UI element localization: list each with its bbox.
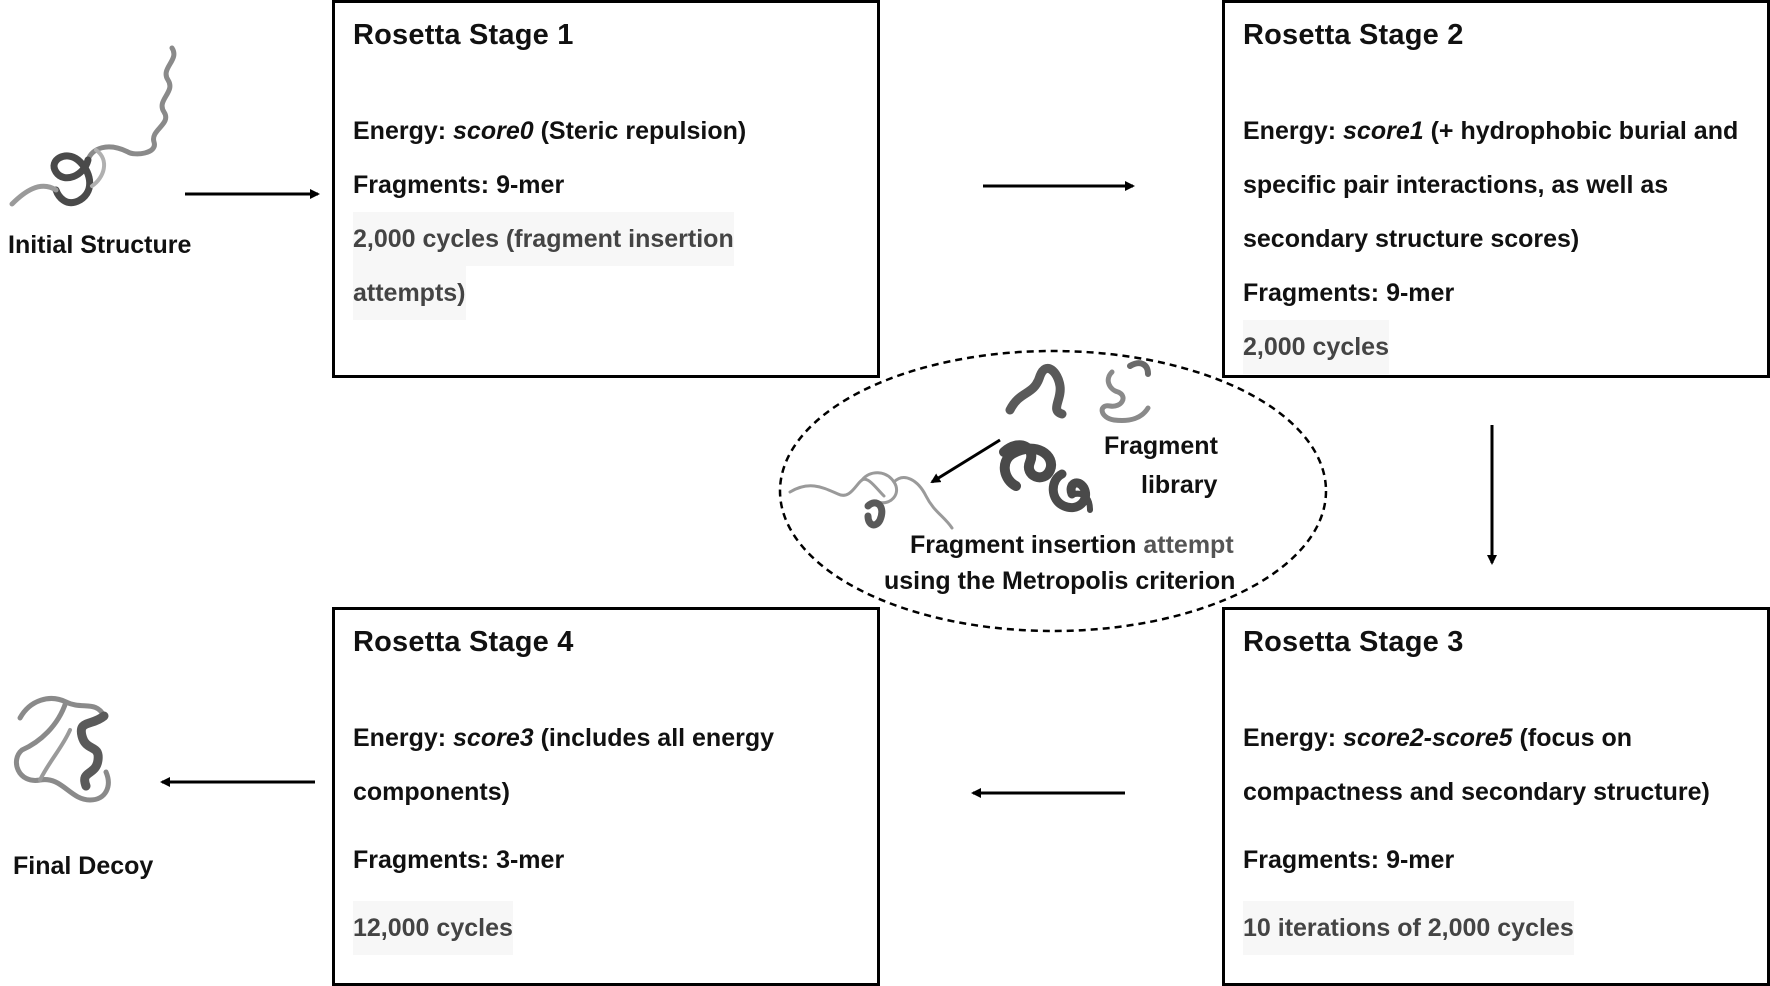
arrow-fragment-insertion: [930, 438, 1001, 484]
fragment-insertion-ellipse: [778, 349, 1328, 633]
stage-2-cycles: 2,000 cycles: [1243, 320, 1389, 374]
initial-structure-protein-icon: [9, 45, 177, 207]
target-chain-icon: [788, 471, 954, 530]
stage-4-fragments: Fragments: 3-mer: [353, 846, 565, 874]
stage-1-fragments: Fragments: 9-mer: [353, 171, 565, 199]
stage-1-energy: Energy: score0 (Steric repulsion): [353, 117, 747, 145]
stage-2-title: Rosetta Stage 2: [1243, 19, 1464, 51]
stage-4-box: Rosetta Stage 4 Energy: score3 (includes…: [332, 607, 880, 986]
stage-3-energy-term: score2-score5: [1343, 724, 1513, 752]
fragment-insertion-label-1: Fragment insertion attempt: [910, 531, 1234, 559]
stage-2-energy: Energy: score1 (+ hydrophobic burial and: [1243, 117, 1739, 145]
stage-3-energy-line-2: compactness and secondary structure): [1243, 778, 1710, 806]
fragment-insertion-label-2: using the Metropolis criterion: [884, 567, 1236, 595]
final-decoy-protein-icon: [14, 696, 111, 803]
stage-1-cycles-line-1: 2,000 cycles (fragment insertion: [353, 212, 734, 266]
final-decoy-label: Final Decoy: [13, 852, 154, 880]
stage-4-energy-line-2: components): [353, 778, 510, 806]
stage-3-energy: Energy: score2-score5 (focus on: [1243, 724, 1633, 752]
stage-4-energy-term: score3: [453, 724, 534, 752]
stage-3-box: Rosetta Stage 3 Energy: score2-score5 (f…: [1222, 607, 1770, 986]
stage-1-box: Rosetta Stage 1 Energy: score0 (Steric r…: [332, 0, 880, 378]
fragment-library-icons: [999, 360, 1151, 513]
stage-4-title: Rosetta Stage 4: [353, 626, 574, 658]
stage-2-energy-line-2: specific pair interactions, as well as: [1243, 171, 1669, 199]
stage-4-energy: Energy: score3 (includes all energy: [353, 724, 775, 752]
stage-3-title: Rosetta Stage 3: [1243, 626, 1464, 658]
stage-3-cycles: 10 iterations of 2,000 cycles: [1243, 901, 1574, 955]
stage-1-cycles-line-2: attempts): [353, 266, 466, 320]
stage-2-box: Rosetta Stage 2 Energy: score1 (+ hydrop…: [1222, 0, 1770, 378]
stage-2-energy-term: score1: [1343, 117, 1424, 145]
stage-3-fragments: Fragments: 9-mer: [1243, 846, 1455, 874]
stage-4-cycles: 12,000 cycles: [353, 901, 513, 955]
initial-structure-label: Initial Structure: [8, 231, 192, 259]
stage-2-energy-line-3: secondary structure scores): [1243, 225, 1580, 253]
stage-1-energy-term: score0: [453, 117, 534, 145]
stage-2-fragments: Fragments: 9-mer: [1243, 279, 1455, 307]
fragment-library-label-1: Fragment: [1104, 432, 1218, 460]
stage-1-title: Rosetta Stage 1: [353, 19, 574, 51]
fragment-library-label-2: library: [1141, 471, 1218, 499]
